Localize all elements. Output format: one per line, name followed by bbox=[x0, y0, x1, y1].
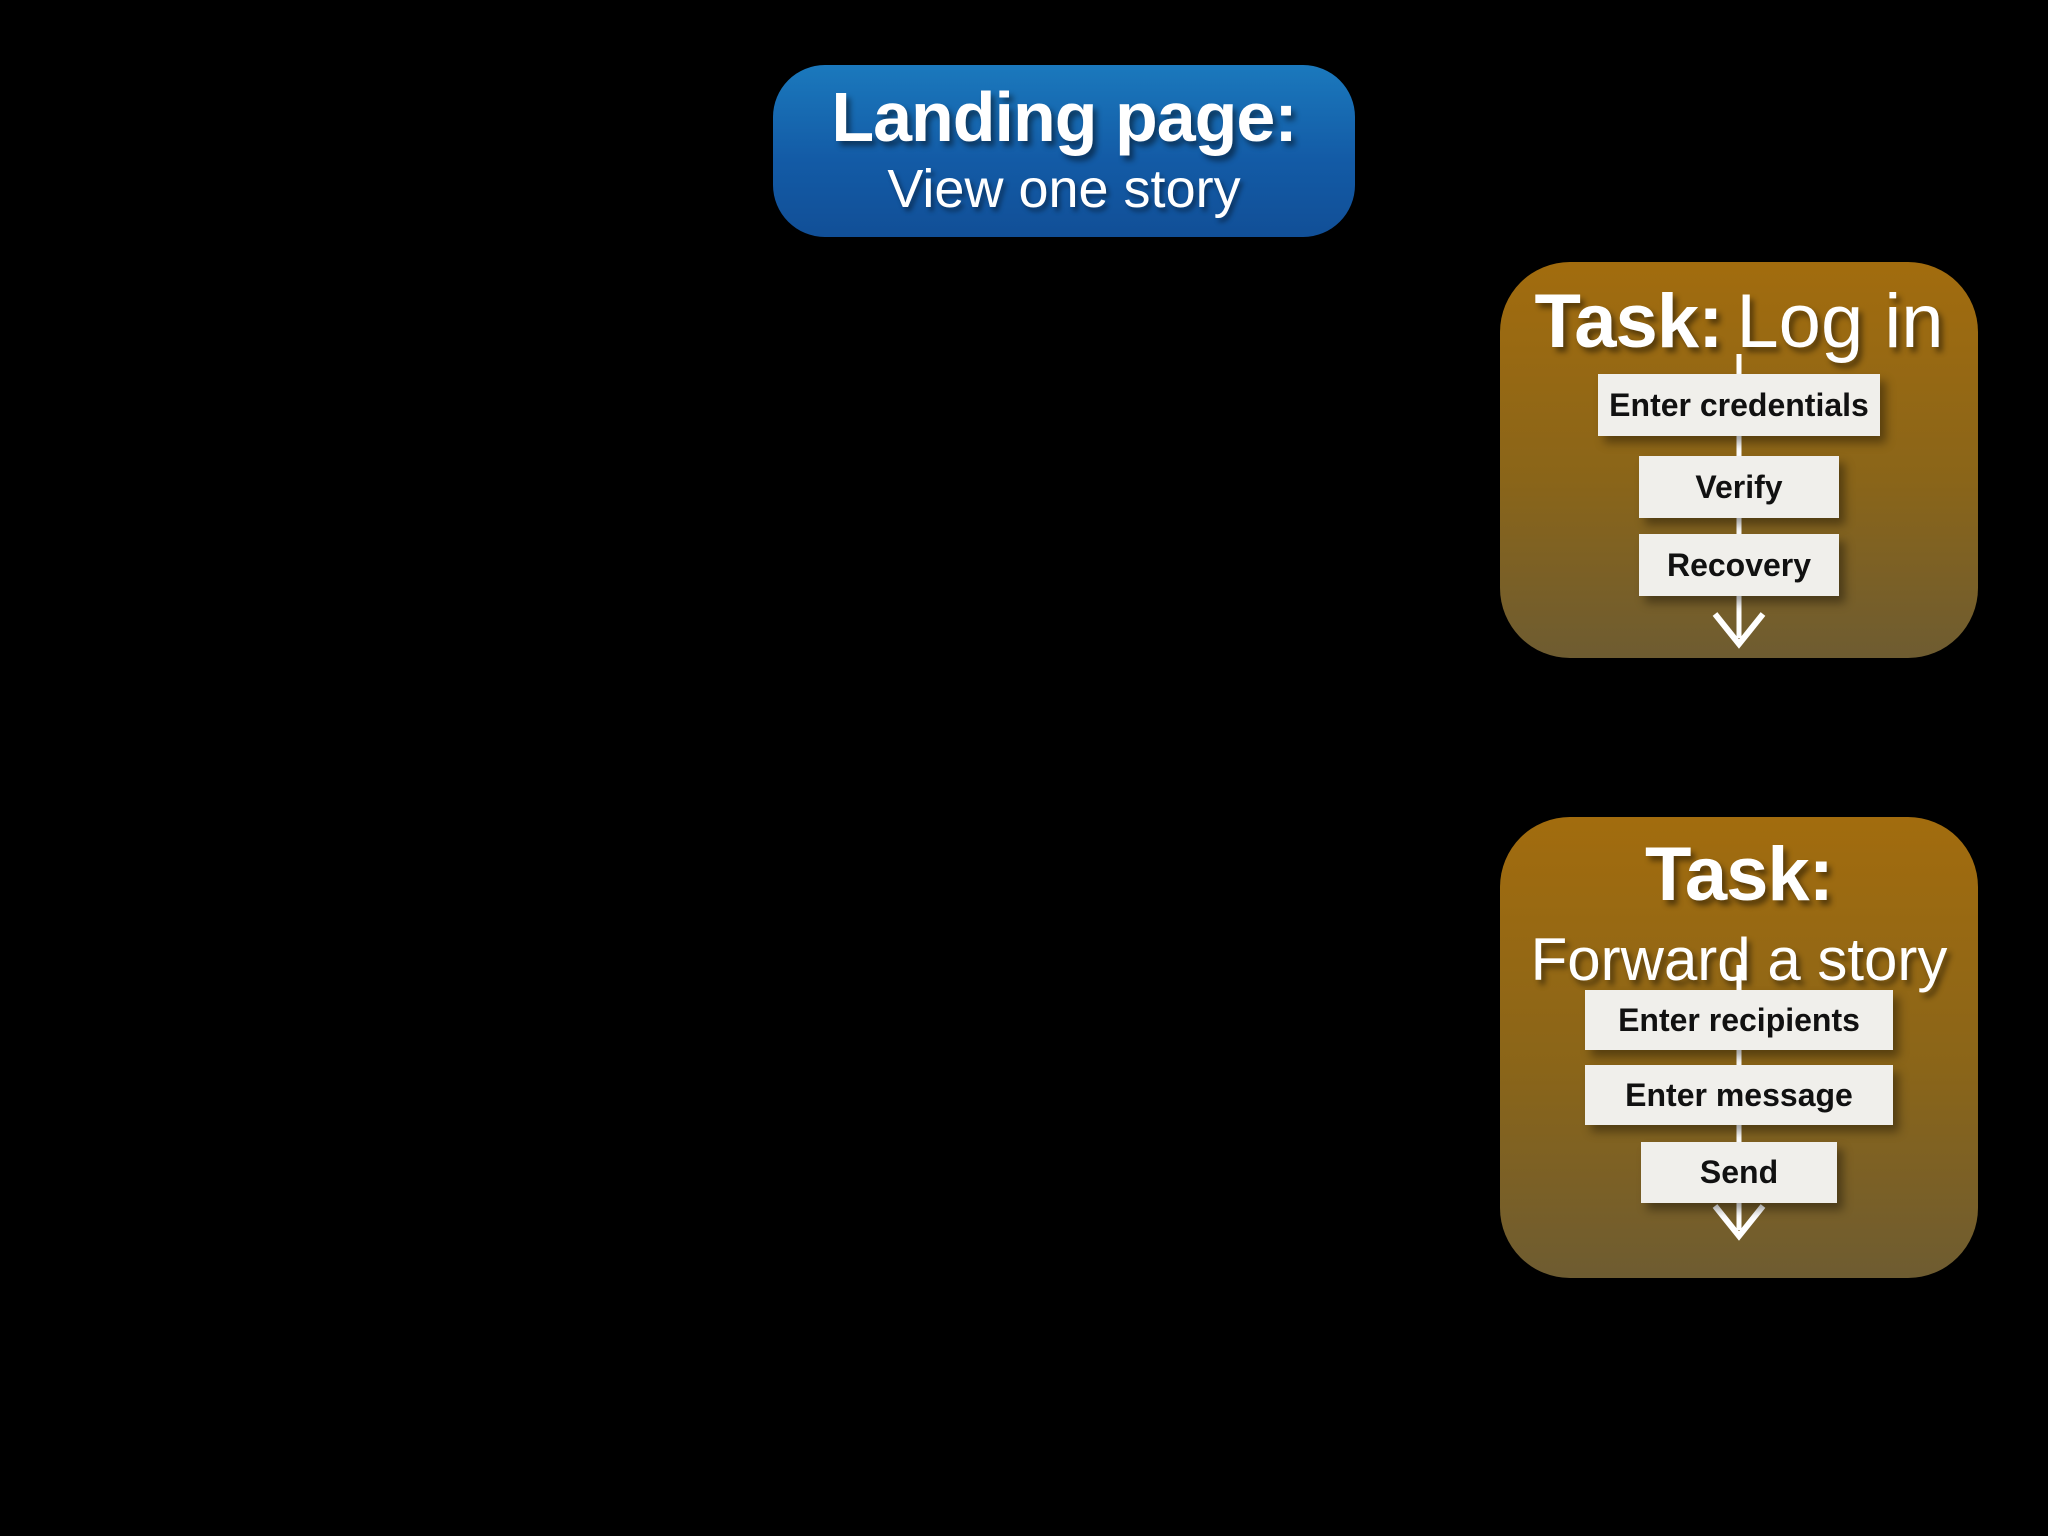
step-send: Send bbox=[1641, 1142, 1837, 1203]
task-forward-story-node: Task: Forward a story Enter recipients E… bbox=[1500, 817, 1978, 1278]
task-login-title-label: Task: bbox=[1534, 279, 1724, 364]
task-login-title-value: Log in bbox=[1736, 279, 1944, 364]
step-recovery: Recovery bbox=[1639, 534, 1839, 596]
step-enter-recipients: Enter recipients bbox=[1585, 990, 1893, 1050]
step-verify: Verify bbox=[1639, 456, 1839, 518]
task-login-title: Task:Log in bbox=[1500, 278, 1978, 365]
landing-page-subtitle: View one story bbox=[887, 158, 1241, 219]
landing-page-node: Landing page: View one story bbox=[773, 65, 1355, 237]
step-enter-credentials: Enter credentials bbox=[1598, 374, 1880, 436]
task-login-node: Task:Log in Enter credentials Verify Rec… bbox=[1500, 262, 1978, 658]
step-enter-message: Enter message bbox=[1585, 1065, 1893, 1125]
landing-page-title: Landing page: bbox=[831, 77, 1297, 156]
task-forward-title: Task: bbox=[1500, 831, 1978, 918]
task-forward-title-label: Task: bbox=[1645, 832, 1834, 917]
